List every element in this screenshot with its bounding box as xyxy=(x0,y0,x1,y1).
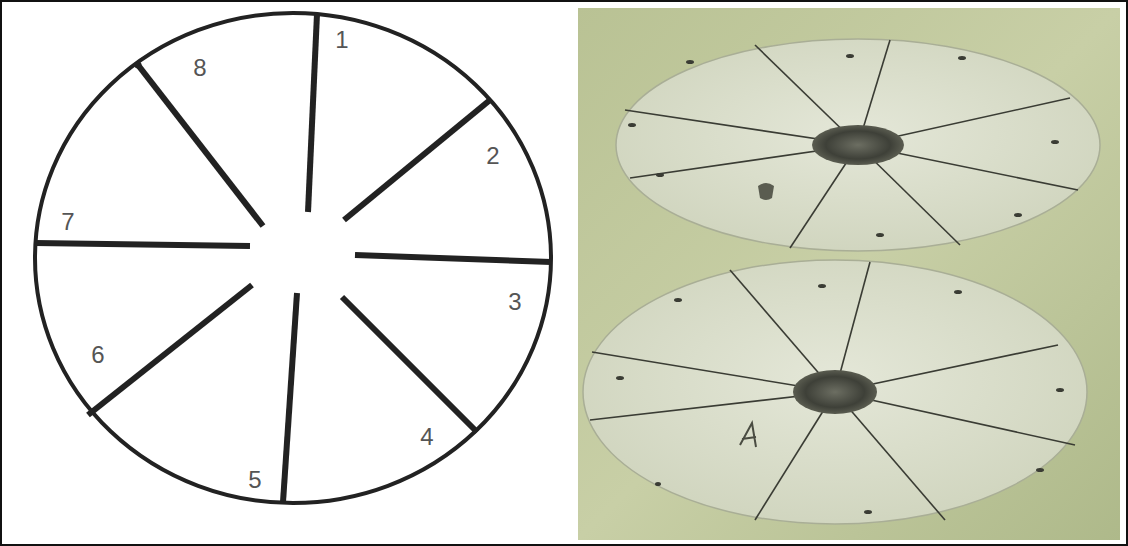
top-disc xyxy=(616,39,1100,251)
sector-number: 1 xyxy=(335,28,348,52)
bottom-disc xyxy=(583,260,1087,524)
sector-number: 2 xyxy=(486,144,499,168)
sector-number: 6 xyxy=(91,343,104,367)
sector-circle xyxy=(35,13,551,503)
sector-number: 7 xyxy=(61,210,74,234)
disc-photo xyxy=(578,8,1120,540)
sector-number: 5 xyxy=(248,468,261,492)
sector-number: 8 xyxy=(193,56,206,80)
sector-number: 3 xyxy=(508,290,521,314)
sector-number: 4 xyxy=(420,425,433,449)
